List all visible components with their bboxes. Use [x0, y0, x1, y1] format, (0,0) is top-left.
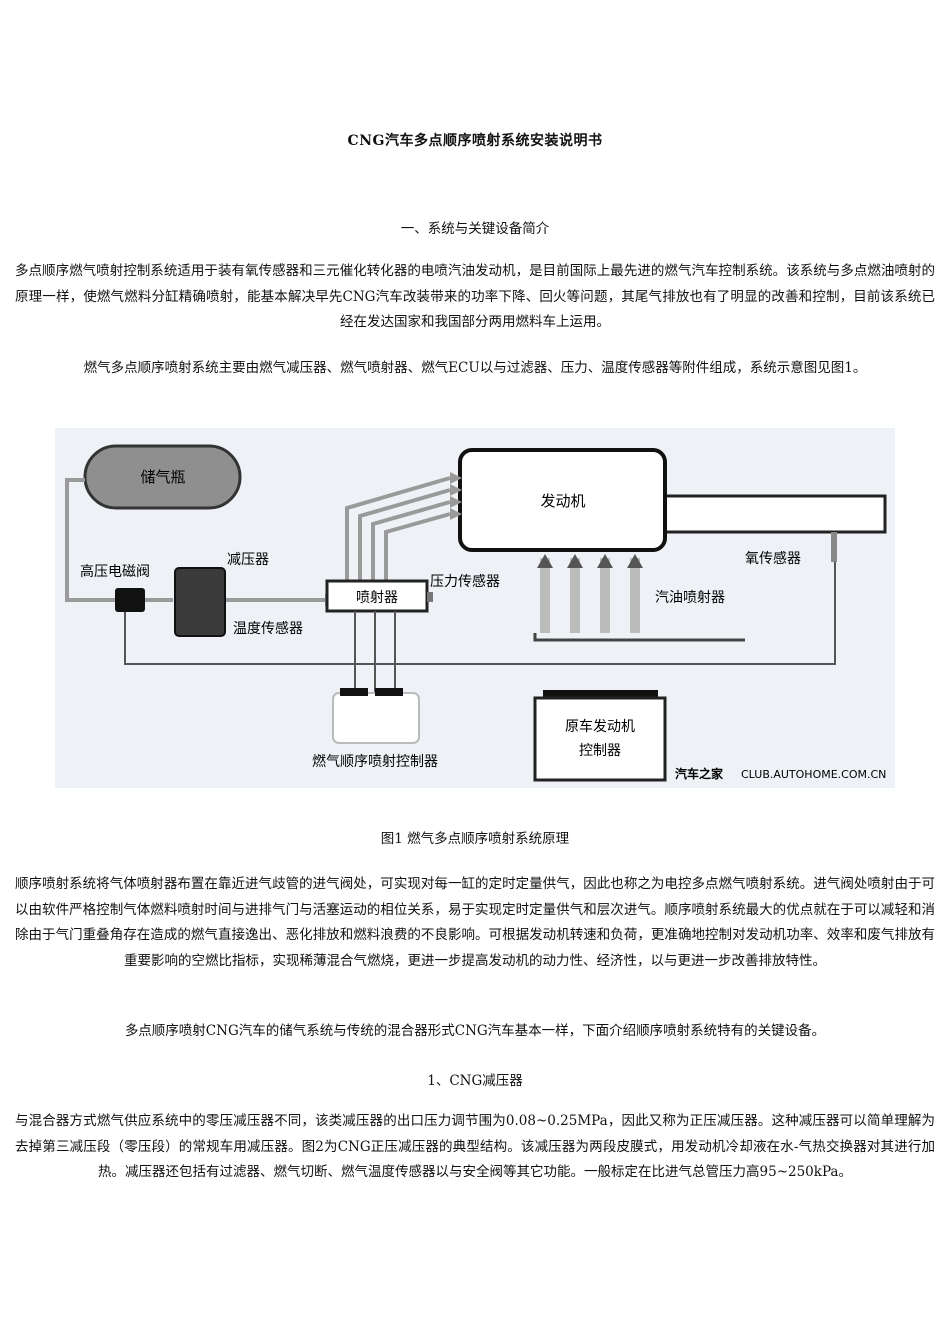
watermark-cn: 汽车之家	[675, 766, 724, 781]
engine-label: 发动机	[540, 492, 585, 510]
gas-tank	[83, 444, 242, 510]
temp-sensor-label: 温度传感器	[233, 620, 303, 637]
injector-label: 喷射器	[356, 590, 398, 606]
paragraph-intro: 多点顺序燃气喷射控制系统适用于装有氧传感器和三元催化转化器的电喷汽油发动机，是目…	[15, 263, 935, 330]
paragraph-storage: 多点顺序喷射CNG汽车的储气系统与传统的混合器形式CNG汽车基本一样，下面介绍顺…	[124, 1023, 826, 1039]
gas-controller-label: 燃气顺序喷射控制器	[312, 753, 438, 770]
paragraph-components: 燃气多点顺序喷射系统主要由燃气减压器、燃气喷射器、燃气ECU以与过滤器、压力、温…	[83, 360, 867, 376]
oxygen-sensor	[831, 532, 837, 562]
tank-label: 储气瓶	[140, 468, 185, 486]
solenoid-valve	[115, 588, 145, 612]
subsection-heading-1: 1、CNG减压器	[427, 1073, 523, 1089]
pipe-tank-valve	[65, 478, 115, 602]
petrol-injector-label: 汽油喷射器	[655, 590, 725, 606]
oxygen-sensor-label: 氧传感器	[745, 550, 801, 567]
watermark-url: CLUB.AUTOHOME.COM.CN	[741, 768, 886, 781]
original-ecu-box	[533, 696, 667, 782]
paragraph-sequential: 顺序喷射系统将气体喷射器布置在靠近进气歧管的进气阀处，可实现对每一缸的定时定量供…	[15, 876, 935, 969]
wire-petrol	[533, 633, 745, 642]
exhaust-pipe	[663, 494, 887, 534]
petrol-injectors	[537, 554, 643, 633]
gas-controller-box	[332, 692, 420, 744]
solenoid-valve-label: 高压电磁阀	[80, 563, 150, 580]
orig-ecu-label-1: 原车发动机	[565, 718, 635, 735]
orig-ecu-label-2: 控制器	[579, 743, 621, 759]
pressure-sensor-label: 压力传感器	[430, 573, 500, 590]
pressure-reducer	[174, 567, 226, 637]
figure-caption: 图1 燃气多点顺序喷射系统原理	[380, 831, 570, 847]
injector-line-2	[358, 488, 451, 586]
wire-bus	[124, 562, 836, 665]
injector-line-4	[384, 512, 451, 586]
engine-box	[458, 448, 667, 552]
document-title: CNG汽车多点顺序喷射系统安装说明书	[347, 133, 603, 149]
section-heading-1: 一、系统与关键设备简介	[400, 221, 550, 237]
system-diagram: 发动机 储气瓶 高压电磁阀 减压器 温度传感器 喷射器 压力传感器	[55, 428, 895, 788]
paragraph-reducer: 与混合器方式燃气供应系统中的零压减压器不同，该类减压器的出口压力调节围为0.08…	[15, 1113, 935, 1180]
injector-line-1	[345, 476, 451, 586]
injector-line-3	[371, 500, 451, 586]
reducer-label: 减压器	[227, 552, 269, 568]
